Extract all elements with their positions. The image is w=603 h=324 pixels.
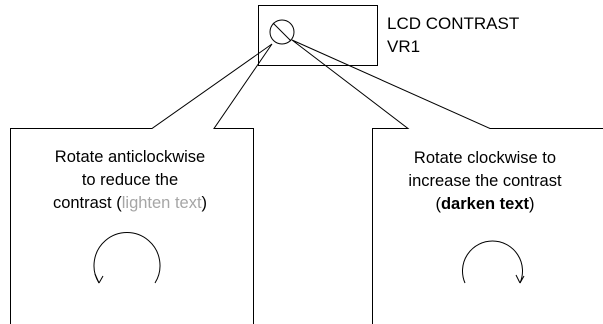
left-callout-bubble: [10, 43, 273, 324]
right-callout-line3-suffix: ): [529, 195, 535, 213]
potentiometer-slot: [272, 22, 292, 42]
left-callout-line3-suffix: ): [201, 194, 208, 212]
right-callout-line3: (darken text): [372, 193, 598, 216]
left-callout-line3-prefix: contrast (: [52, 194, 122, 212]
left-callout-text: Rotate anticlockwise to reduce the contr…: [14, 146, 246, 215]
left-callout-line2: to reduce the: [81, 171, 179, 189]
component-label-line1: LCD CONTRAST: [387, 14, 520, 33]
anticlockwise-arrow-icon: [93, 232, 161, 284]
darken-text-label: darken text: [440, 195, 530, 213]
potentiometer-box: [258, 5, 378, 66]
right-callout-bubble: [291, 39, 603, 324]
left-callout-line3: contrast (lighten text): [14, 192, 246, 215]
right-callout-line2: increase the contrast: [408, 172, 562, 190]
lighten-text-label: lighten text: [121, 194, 202, 212]
component-label-line2: VR1: [387, 37, 421, 56]
right-callout-text: Rotate clockwise to increase the contras…: [372, 147, 598, 216]
left-callout-line1: Rotate anticlockwise: [54, 148, 206, 166]
potentiometer-knob-icon: [269, 19, 295, 45]
clockwise-arrow-icon: [462, 240, 525, 284]
right-callout-line3-prefix: (: [435, 195, 441, 213]
component-label: LCD CONTRAST VR1: [387, 12, 519, 58]
right-callout-line1: Rotate clockwise to: [413, 149, 557, 167]
